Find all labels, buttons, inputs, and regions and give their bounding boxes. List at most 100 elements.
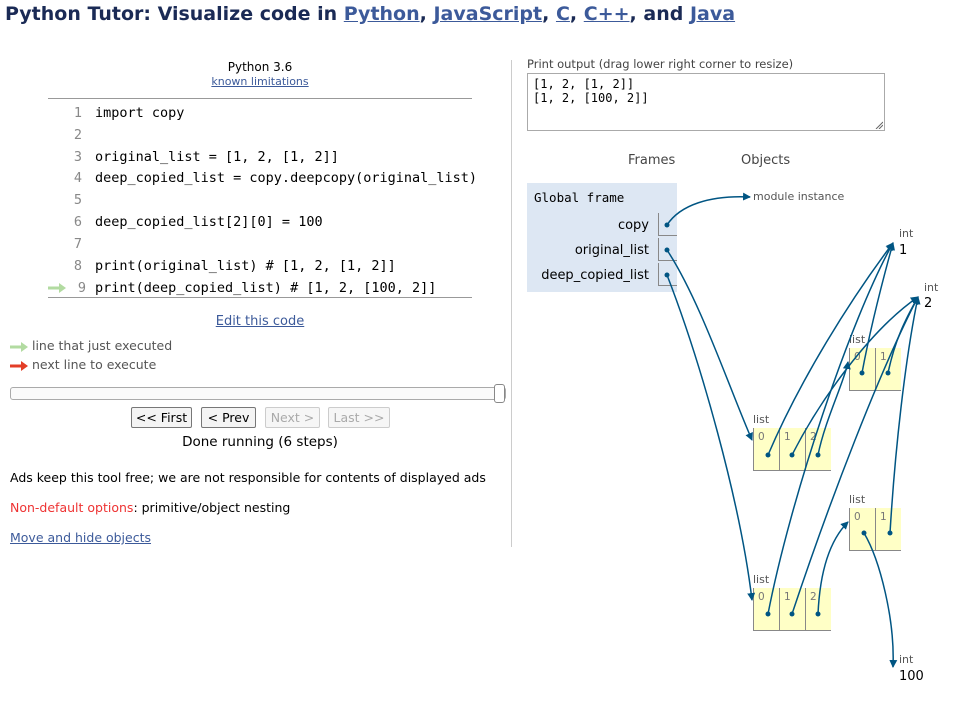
last-button[interactable]: Last >> — [328, 407, 390, 428]
list-label: list — [753, 573, 770, 586]
global-frame-title: Global frame — [534, 190, 625, 205]
int-value-2: 2 — [924, 296, 933, 311]
print-output-header: Print output (drag lower right corner to… — [527, 57, 794, 71]
legend-just-executed: line that just executed — [10, 338, 172, 353]
lang-link-python[interactable]: Python — [343, 3, 420, 25]
code-text: deep_copied_list = copy.deepcopy(origina… — [95, 170, 478, 186]
list-index: 0 — [854, 511, 861, 523]
int-label: int — [924, 281, 939, 294]
prev-button[interactable]: < Prev — [201, 407, 256, 428]
var-deep-copied-list: deep_copied_list — [541, 268, 649, 283]
non-default-label: Non-default options — [10, 500, 134, 515]
code-line: 6 deep_copied_list[2][0] = 100 — [48, 211, 478, 233]
line-number[interactable]: 7 — [73, 236, 82, 252]
line-number[interactable]: 9 — [77, 280, 86, 296]
list-cell — [805, 428, 831, 471]
global-frame — [527, 183, 677, 292]
title-sep: , — [419, 3, 434, 25]
lang-link-cpp[interactable]: C++ — [583, 3, 630, 25]
title-sep: , — [542, 3, 556, 25]
list-index: 1 — [880, 511, 887, 523]
legend-just-executed-label: line that just executed — [31, 338, 173, 353]
code-line: 9 print(deep_copied_list) # [1, 2, [100, … — [48, 277, 478, 299]
code-text: import copy — [95, 105, 185, 121]
code-line: 7 — [48, 233, 478, 255]
language-label: Python 3.6 — [227, 60, 293, 74]
code-text: deep_copied_list[2][0] = 100 — [95, 214, 323, 230]
legend-next-line: next line to execute — [10, 357, 156, 372]
move-hide-objects-link[interactable]: Move and hide objects — [10, 530, 152, 545]
list-cell — [753, 588, 779, 631]
next-button[interactable]: Next > — [265, 407, 320, 428]
list-index: 1 — [880, 351, 887, 363]
var-deep-copied-list-pointer — [658, 263, 677, 286]
title-and: , and — [629, 3, 690, 25]
int-value-1: 1 — [899, 243, 908, 258]
int-value-100: 100 — [899, 669, 924, 684]
code-line: 1 import copy — [48, 102, 478, 124]
var-original-list-pointer — [658, 238, 677, 261]
red-arrow-icon — [10, 360, 28, 371]
non-default-options: Non-default options: primitive/object ne… — [10, 500, 290, 515]
module-instance: module instance — [753, 190, 845, 203]
list-label: list — [849, 493, 866, 506]
non-default-value: : primitive/object nesting — [133, 500, 291, 515]
resize-grip-icon[interactable] — [875, 121, 883, 129]
panel-divider — [511, 60, 512, 547]
list-cell — [849, 508, 875, 551]
first-button[interactable]: << First — [131, 407, 192, 428]
legend-next-line-label: next line to execute — [31, 357, 157, 372]
lang-link-c[interactable]: C — [555, 3, 570, 25]
code-top-border — [48, 98, 472, 99]
green-arrow-icon — [10, 341, 28, 352]
line-number[interactable]: 4 — [73, 170, 82, 186]
execution-slider[interactable] — [10, 387, 506, 400]
var-copy: copy — [617, 218, 649, 233]
int-label: int — [899, 227, 914, 240]
line-number[interactable]: 1 — [73, 105, 82, 121]
title-sep: , — [569, 3, 584, 25]
code-text: original_list = [1, 2, [1, 2]] — [95, 149, 339, 165]
code-bottom-border — [48, 297, 472, 298]
code-line: 2 — [48, 124, 478, 146]
slider-handle[interactable] — [494, 384, 505, 403]
list-cell — [875, 508, 901, 551]
known-limitations-link[interactable]: known limitations — [211, 75, 309, 88]
code-line: 3 original_list = [1, 2, [1, 2]] — [48, 146, 478, 168]
lang-link-javascript[interactable]: JavaScript — [433, 3, 543, 25]
ads-notice: Ads keep this tool free; we are not resp… — [10, 470, 486, 485]
list-label: list — [753, 413, 770, 426]
list-index: 0 — [854, 351, 861, 363]
line-number[interactable]: 2 — [73, 127, 82, 143]
list-index: 2 — [810, 431, 817, 443]
list-index: 0 — [758, 591, 765, 603]
objects-header: Objects — [741, 153, 791, 168]
list-index: 1 — [784, 591, 791, 603]
code-line: 5 — [48, 189, 478, 211]
frames-header: Frames — [628, 153, 676, 168]
list-cell — [779, 588, 805, 631]
list-cell — [753, 428, 779, 471]
current-line-arrow-icon — [48, 283, 66, 293]
execution-status: Done running (6 steps) — [182, 434, 338, 450]
var-copy-pointer — [658, 213, 677, 236]
page-title: Python Tutor: Visualize code in Python , … — [5, 3, 735, 25]
edit-code-link[interactable]: Edit this code — [215, 314, 305, 329]
list-label: list — [849, 333, 866, 346]
line-number[interactable]: 6 — [73, 214, 82, 230]
var-original-list: original_list — [574, 243, 649, 258]
int-label: int — [899, 653, 914, 666]
print-output-box[interactable]: [1, 2, [1, 2]] [1, 2, [100, 2]] — [527, 73, 885, 131]
title-prefix: Python Tutor: Visualize code in — [5, 3, 344, 25]
code-text: print(deep_copied_list) # [1, 2, [100, 2… — [95, 280, 437, 296]
line-number[interactable]: 3 — [73, 149, 82, 165]
lang-link-java[interactable]: Java — [689, 3, 736, 25]
output-line: [1, 2, [100, 2]] — [533, 91, 649, 105]
line-number[interactable]: 5 — [73, 192, 82, 208]
code-line: 4 deep_copied_list = copy.deepcopy(origin… — [48, 167, 478, 189]
list-index: 0 — [758, 431, 765, 443]
list-index: 2 — [810, 591, 817, 603]
line-number[interactable]: 8 — [73, 258, 82, 274]
